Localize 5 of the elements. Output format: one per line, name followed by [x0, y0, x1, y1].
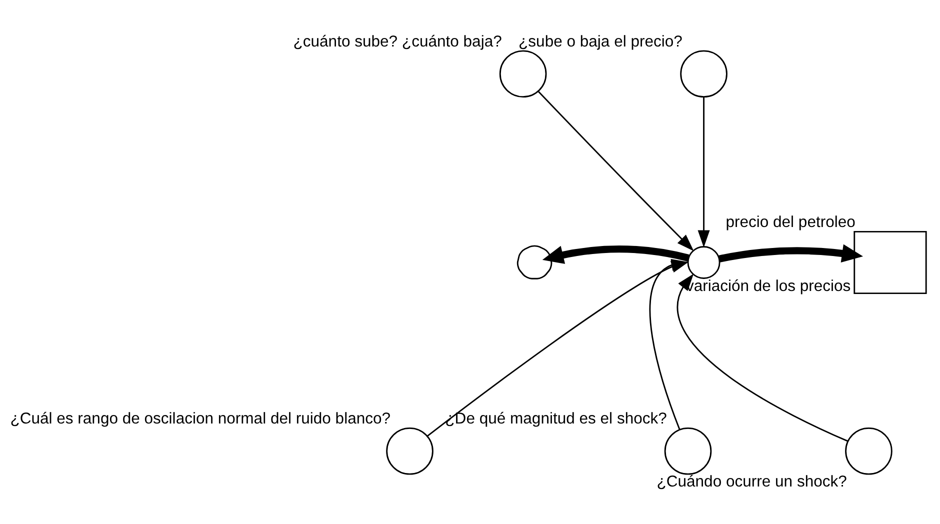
- node-label: ¿sube o baja el precio?: [518, 32, 682, 50]
- node-label: ¿Cuándo ocurre un shock?: [656, 473, 847, 490]
- node-label: precio del petroleo: [726, 214, 856, 231]
- node-label: ¿Cuál es rango de oscilacion normal del ruido blanco?: [10, 410, 391, 428]
- node-label: ¿cuánto sube? ¿cuánto baja?: [293, 32, 502, 50]
